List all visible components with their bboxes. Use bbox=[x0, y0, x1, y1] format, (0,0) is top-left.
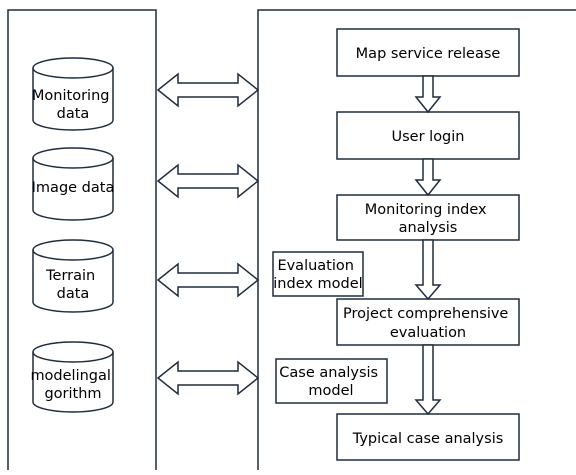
model-box bbox=[275, 358, 388, 404]
step-box bbox=[336, 111, 520, 160]
data-source-label: Monitoring data bbox=[32, 88, 114, 122]
workflow-step-user-login: User login bbox=[336, 111, 520, 160]
step-label-line: Typical case analysis bbox=[352, 431, 504, 447]
workflow-step-project-comprehensive-evaluation: Project comprehensive evaluation bbox=[336, 298, 520, 346]
step-label-line: analysis bbox=[399, 220, 458, 236]
bidirectional-arrow-icon bbox=[156, 72, 260, 108]
workflow-step-typical-case-analysis: Typical case analysis bbox=[336, 413, 520, 461]
cylinder-top-rim bbox=[32, 351, 114, 363]
step-label-line: Monitoring index bbox=[365, 202, 487, 218]
step-label-line: evaluation bbox=[390, 325, 466, 341]
model-label: Case analysis model bbox=[279, 365, 382, 399]
data-source-label-line: data bbox=[57, 286, 90, 302]
cylinder-top-rim bbox=[32, 249, 114, 261]
model-label-line: index model bbox=[273, 276, 362, 292]
model-box bbox=[272, 251, 364, 297]
cylinder-icon bbox=[32, 341, 114, 413]
application-layer-panel bbox=[257, 9, 576, 475]
step-label: Project comprehensive evaluation bbox=[343, 306, 513, 341]
data-source-label: modelingal gorithm bbox=[30, 368, 115, 402]
data-source-label-line: Terrain bbox=[45, 268, 95, 284]
model-label-line: model bbox=[308, 383, 353, 399]
step-label-line: User login bbox=[392, 129, 465, 145]
data-source-label-line: data bbox=[57, 106, 90, 122]
data-layer-panel bbox=[7, 9, 157, 475]
model-label: Evaluation index model bbox=[273, 258, 362, 292]
down-arrow-icon bbox=[414, 239, 442, 301]
data-source-label-line: Monitoring bbox=[32, 88, 110, 104]
step-label: Typical case analysis bbox=[352, 431, 504, 447]
cylinder-top-rim bbox=[32, 67, 114, 79]
data-source-label-line: Image data bbox=[32, 180, 115, 196]
side-model-evaluation-index: Evaluation index model bbox=[272, 251, 364, 297]
workflow-step-map-service-release: Map service release bbox=[336, 28, 520, 77]
step-label-line: Map service release bbox=[356, 46, 501, 62]
data-source-label-line: modelingal bbox=[30, 368, 111, 384]
model-label-line: Case analysis bbox=[279, 365, 378, 381]
data-source-label: Terrain data bbox=[45, 268, 100, 302]
data-source-algorithm: modelingal gorithm bbox=[30, 341, 115, 413]
down-arrow-icon bbox=[414, 75, 442, 114]
bidirectional-arrow-icon bbox=[156, 262, 260, 298]
model-label-line: Evaluation bbox=[277, 258, 354, 274]
step-box bbox=[336, 413, 520, 461]
data-source-label-line: gorithm bbox=[44, 386, 101, 402]
cylinder-top-rim bbox=[32, 157, 114, 169]
data-source-monitoring: Monitoring data bbox=[32, 57, 114, 131]
bidirectional-arrow-icon bbox=[156, 163, 260, 199]
side-model-case-analysis: Case analysis model bbox=[275, 358, 388, 404]
data-source-image: Image data bbox=[32, 147, 115, 221]
step-label-line: Project comprehensive bbox=[343, 306, 508, 322]
data-source-label: Image data bbox=[32, 180, 115, 196]
step-label: Monitoring index analysis bbox=[365, 202, 491, 236]
data-source-terrain: Terrain data bbox=[32, 239, 114, 313]
down-arrow-icon bbox=[414, 158, 442, 197]
down-arrow-icon bbox=[414, 344, 442, 416]
workflow-step-monitoring-index-analysis: Monitoring index analysis bbox=[336, 194, 520, 241]
step-label: Map service release bbox=[356, 46, 501, 62]
step-label: User login bbox=[392, 129, 465, 145]
bidirectional-arrow-icon bbox=[156, 360, 260, 396]
